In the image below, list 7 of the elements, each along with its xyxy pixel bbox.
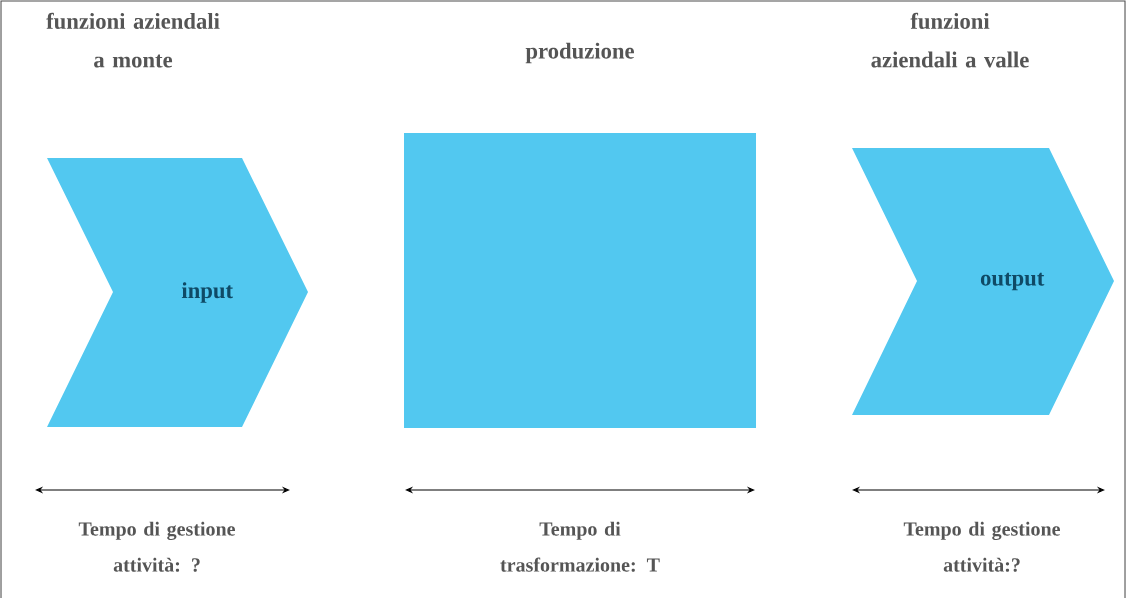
heading: funzioni aziendali a valle: [871, 12, 1029, 68]
duration: Tempo di trasformazione: T: [500, 521, 660, 572]
heading: funzioni aziendali a monte: [46, 12, 220, 68]
duration: Tempo di gestione attività:?: [903, 521, 1060, 572]
heading: produzione: [525, 42, 634, 64]
process-box: [404, 133, 756, 428]
duration: Tempo di gestione attività: ?: [78, 521, 235, 572]
